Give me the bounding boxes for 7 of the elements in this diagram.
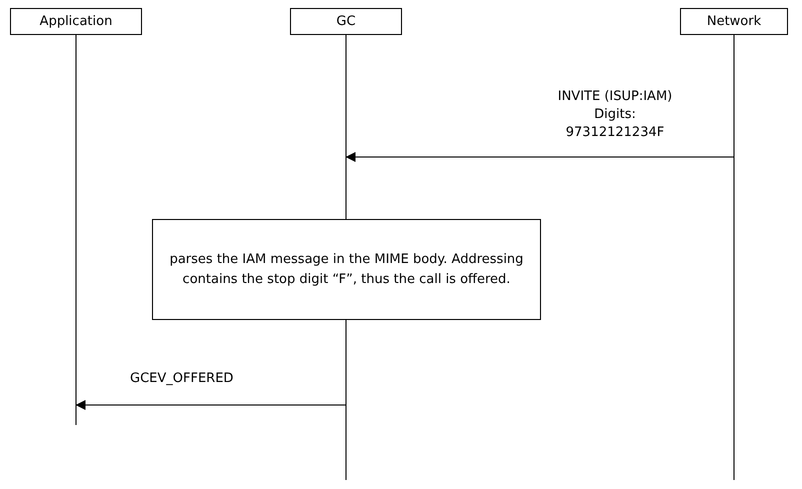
- message-arrow: [76, 400, 346, 410]
- lifeline-header: GC: [290, 8, 402, 35]
- message-label: GCEV_OFFERED: [130, 370, 234, 388]
- lifeline-header: Network: [680, 8, 788, 35]
- lifeline-header: Application: [10, 8, 142, 35]
- note-box: parses the IAM message in the MIME body. Addressing contains the stop digit “F”, thus the call is offered.: [152, 219, 541, 320]
- message-arrow: [346, 152, 734, 162]
